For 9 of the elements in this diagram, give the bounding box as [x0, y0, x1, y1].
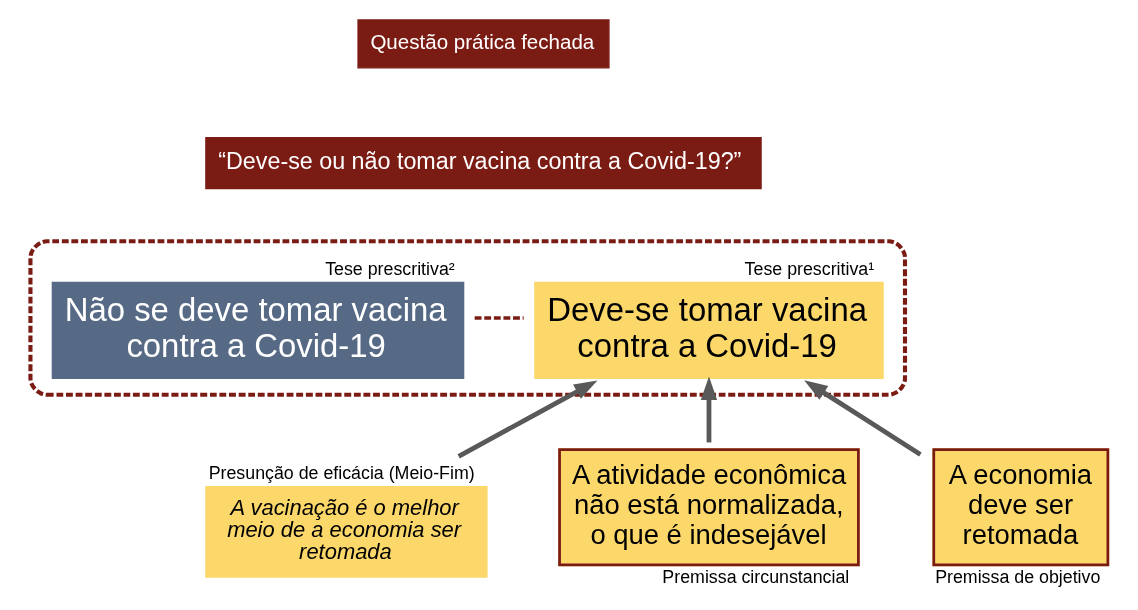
node-label: Tese prescritiva¹ [744, 258, 874, 279]
arrow [457, 380, 597, 459]
arrow [700, 376, 717, 443]
node-label: Premissa circunstancial [661, 567, 849, 588]
arrow [803, 380, 922, 457]
node-label: Presunção de eficácia (Meio-Fim) [208, 462, 475, 483]
node-label: Premissa de objetivo [934, 567, 1100, 588]
connector [474, 316, 524, 320]
node-label: Tese prescritiva² [324, 258, 455, 279]
